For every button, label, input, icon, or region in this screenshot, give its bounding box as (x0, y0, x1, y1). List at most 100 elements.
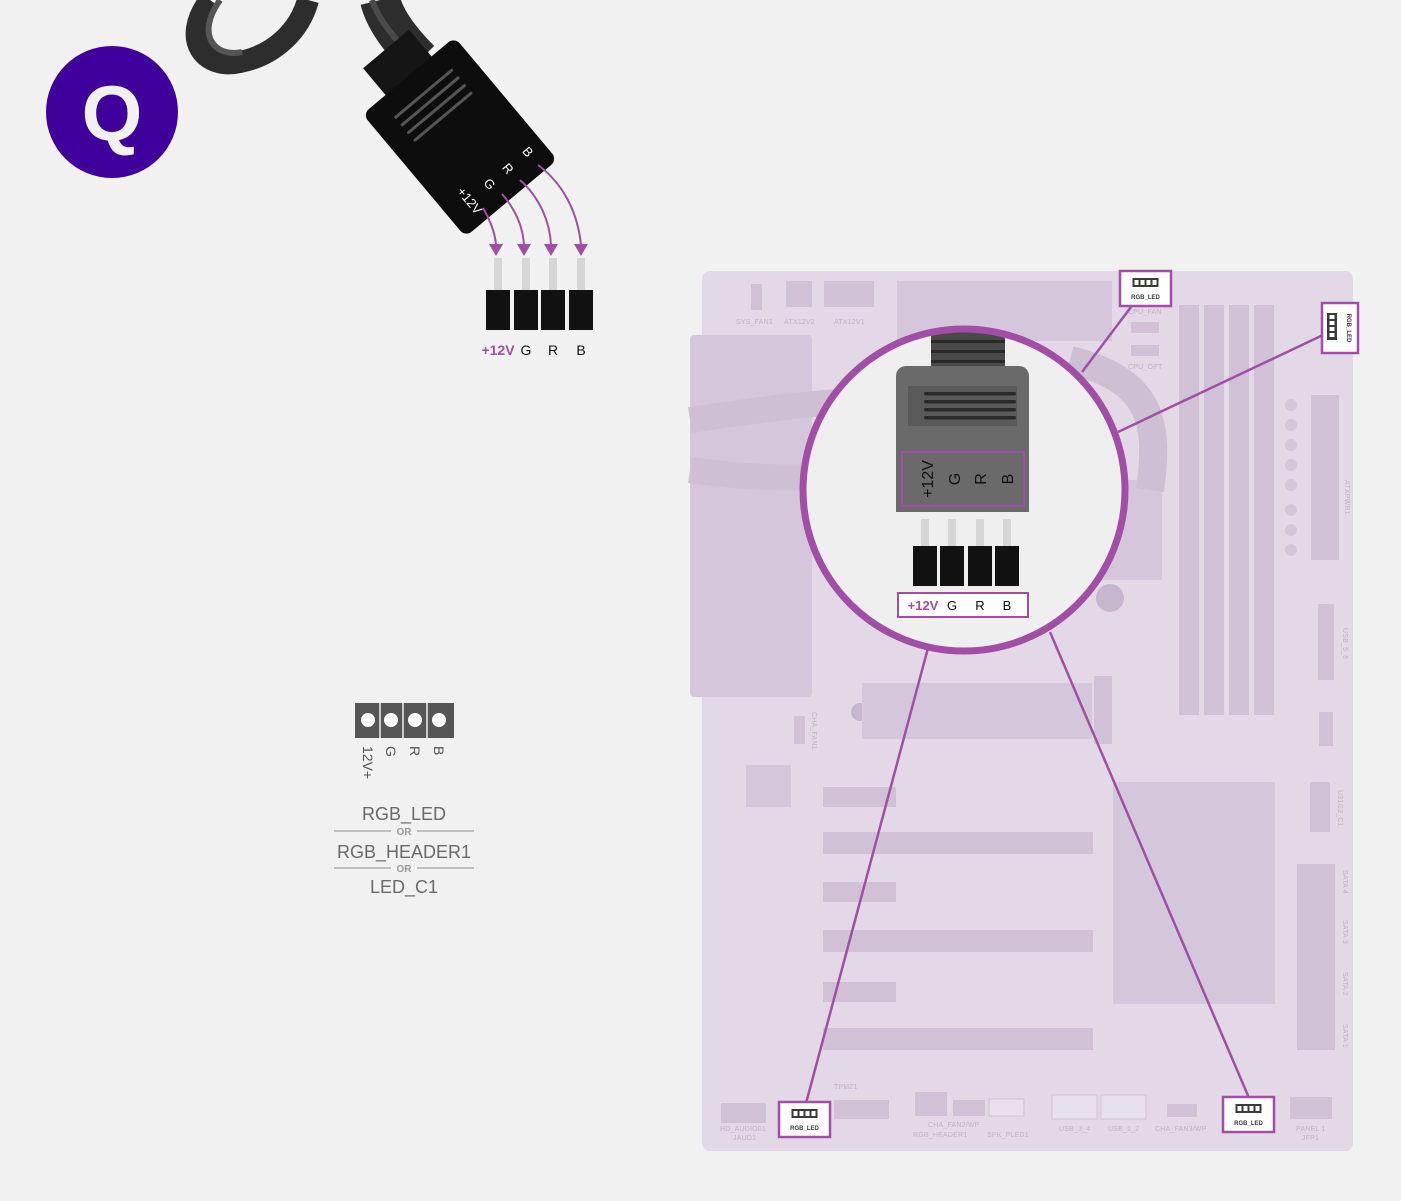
magnified-plug-label: R (973, 473, 990, 485)
atx12v2-connector (786, 281, 812, 307)
cable-ribs (931, 340, 1005, 363)
dimm-slot-3 (1229, 305, 1249, 715)
label-sata1: SATA 1 (1341, 1024, 1348, 1048)
arrow-heads (489, 244, 588, 256)
label-sys-fan1: SYS_FAN1 (736, 319, 773, 326)
magnified-pin-housing (968, 546, 992, 586)
magnified-pin-label: G (947, 598, 957, 613)
label-usb-5-6: USB_5_6 (1341, 628, 1348, 659)
rgb-led-callout: RGB_LED (1320, 301, 1360, 355)
plug-label-frame (901, 451, 1025, 507)
small-header (1319, 712, 1333, 746)
pcie-x1-slot-1 (823, 787, 896, 807)
header-pin-housing (569, 290, 593, 330)
callout-label: RGB_LED (1345, 314, 1351, 343)
step-badge: Q (46, 46, 178, 178)
label-sata4: SATA 4 (1341, 870, 1348, 894)
jfp1-header (1290, 1097, 1332, 1119)
pcie-x16-slot-1 (823, 832, 1093, 854)
magnified-pin (976, 519, 984, 549)
m2-slot-end (1094, 676, 1112, 744)
legend-pin-label: G (383, 746, 399, 757)
label-usb-1-2: USB_1_2 (1108, 1126, 1139, 1133)
label-cha-fan3: CHA_FAN3/WP (1155, 1126, 1207, 1133)
step-badge-circle (46, 46, 178, 178)
magnified-pin-label: R (975, 598, 984, 613)
rgb-header1-board (953, 1100, 985, 1116)
spk-pled-header (988, 1098, 1025, 1117)
label-usb-3-4: USB_3_4 (1059, 1126, 1090, 1133)
dimm-slot-1 (1179, 305, 1199, 715)
header-pin-housing (541, 290, 565, 330)
legend-pin-label: B (431, 746, 447, 755)
label-tpm21: TPM21 (834, 1084, 858, 1091)
label-spk-pled1: SPK_PLED1 (987, 1132, 1029, 1139)
header-name-rgb-led: RGB_LED (362, 804, 446, 825)
label-cha-fan2: CHA_FAN2/WP (928, 1122, 980, 1129)
label-cha-fan1: CHA_FAN1 (810, 712, 817, 750)
standoff (1096, 584, 1124, 612)
magnified-pin (921, 519, 929, 549)
header-pin (549, 258, 557, 292)
pin-label-top: +12V (481, 342, 515, 358)
label-hd-audio: HD_AUDIO01 (720, 1126, 766, 1133)
magnified-pin-label: +12V (908, 598, 939, 613)
label-rgb-header1-board: RGB_HEADER1 (913, 1132, 967, 1139)
magnified-pin-label: B (1003, 598, 1012, 613)
cha-fan2-header (915, 1092, 947, 1116)
magnified-pin-housing (940, 546, 964, 586)
rgb-led-callout: RGB_LED (1221, 1095, 1276, 1134)
usb-1-2-header (1100, 1094, 1147, 1120)
pcie-x16-slot-2 (823, 930, 1093, 952)
magnified-plug-label: B (1000, 474, 1017, 485)
legend-pin-label: R (407, 746, 423, 756)
label-atx12v2: ATX12V2 (784, 319, 815, 326)
legend-pin-label: 12V+ (360, 746, 376, 779)
legend-pin-hole (384, 713, 398, 727)
header-pin (522, 258, 530, 292)
pin-label-top: R (548, 342, 558, 358)
pcie-x16-slot-3 (823, 1028, 1093, 1050)
pcie-x1-slot-2 (823, 882, 896, 902)
u31g2-c1-header (1310, 782, 1330, 832)
header-pin-housing (486, 290, 510, 330)
cooler-tube-3 (1066, 346, 1168, 492)
atx12v1-connector (824, 281, 874, 307)
label-u31g2-c1: U31G2_C1 (1336, 790, 1343, 827)
hd-audio-header (721, 1103, 766, 1123)
magnifier-ring (799, 325, 1129, 655)
header-name-rgb-header1: RGB_HEADER1 (337, 842, 471, 863)
usb-3-4-header (1051, 1094, 1098, 1120)
magnified-pin (1003, 519, 1011, 549)
label-sata2: SATA 2 (1341, 972, 1348, 996)
header-pin-housing (514, 290, 538, 330)
m2-slot (862, 683, 1092, 739)
pin-label-frame (897, 592, 1029, 618)
cpu-opt-header (1131, 345, 1159, 356)
dimm-slot-2 (1204, 305, 1224, 715)
legend-pin-hole (361, 713, 375, 727)
callout-label: RGB_LED (1234, 1121, 1263, 1127)
header-pin (494, 258, 502, 292)
cha-fan3-header (1167, 1104, 1197, 1117)
legend-pin-hole (432, 713, 446, 727)
cpu-fan-header (1131, 322, 1159, 333)
magnified-plug-label: +12V (920, 460, 937, 498)
magnified-pin-housing (913, 546, 937, 586)
label-atxpwr1: ATXPWR1 (1343, 480, 1350, 515)
separator-or-1: OR (397, 827, 413, 838)
label-cpu-opt: CPU_OPT (1128, 364, 1163, 371)
header-pin (577, 258, 585, 292)
usb-5-6-header (1318, 604, 1334, 680)
cable-loop (185, 0, 319, 75)
magnified-pin (948, 519, 956, 549)
pin-label-top: B (576, 342, 585, 358)
callout-label: RGB_LED (1131, 295, 1160, 301)
header-name-led-c1: LED_C1 (370, 877, 438, 898)
rgb-led-callout: RGB_LED (777, 1100, 832, 1139)
label-atx12v1: ATX12V1 (834, 319, 865, 326)
